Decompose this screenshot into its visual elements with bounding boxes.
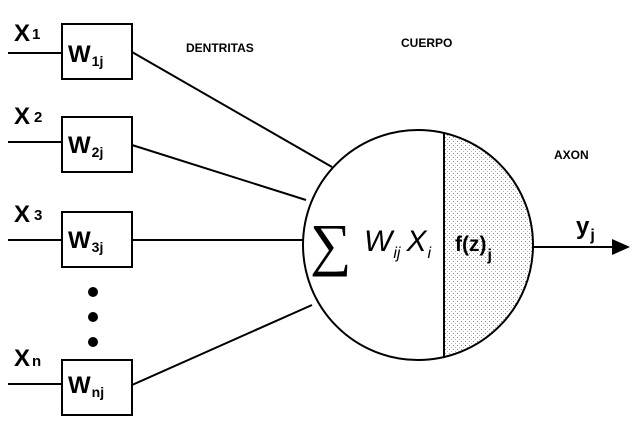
weight-box-1 <box>61 23 133 80</box>
weight-n-label: Wnj <box>68 372 104 400</box>
axon-output: yj <box>533 213 630 255</box>
summation-symbol: ∑ <box>310 212 351 277</box>
dendrite-2 <box>131 144 307 201</box>
ellipsis-dot <box>88 312 98 322</box>
weight-1-label: W1j <box>68 41 103 69</box>
output-label: yj <box>576 213 595 244</box>
arrow-head-icon <box>612 239 630 255</box>
ellipsis-dot <box>88 287 98 297</box>
neuron-body <box>302 129 534 361</box>
cuerpo-label: CUERPO <box>401 36 452 50</box>
dendrite-1 <box>131 51 333 168</box>
ellipsis-dots <box>88 287 98 347</box>
weight-3-label: W3j <box>68 227 103 255</box>
activation-label: f(z)j <box>455 233 492 264</box>
ellipsis-dot <box>88 337 98 347</box>
weight-box-2 <box>61 116 133 173</box>
neuron-body-outline <box>302 129 534 361</box>
weight-2-label: W2j <box>68 132 103 160</box>
axon-label: AXON <box>554 148 589 162</box>
weight-box-n <box>61 359 133 416</box>
dendrite-n <box>131 304 313 386</box>
weight-box-3 <box>61 211 133 268</box>
dentritas-label: DENTRITAS <box>186 41 254 55</box>
